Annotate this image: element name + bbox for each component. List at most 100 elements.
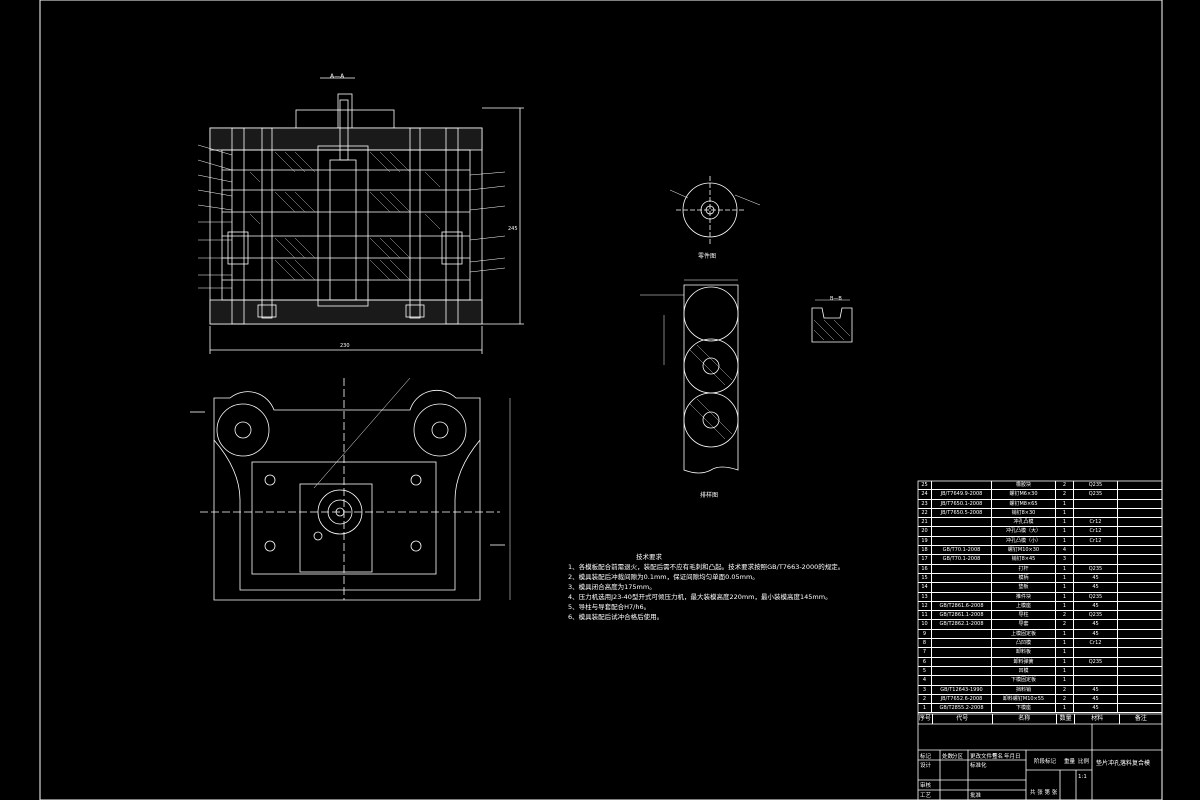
bom-cell bbox=[1074, 499, 1118, 508]
bom-cell: 6 bbox=[918, 657, 932, 666]
bom-cell bbox=[932, 657, 992, 666]
bom-cell bbox=[932, 592, 992, 601]
bom-cell: 2 bbox=[1056, 481, 1074, 490]
bom-cell: 16 bbox=[918, 564, 932, 573]
bom-cell: GB/T70.1-2008 bbox=[932, 555, 992, 564]
bom-cell bbox=[1118, 648, 1161, 656]
bom-cell bbox=[1118, 574, 1161, 582]
bom-cell: 模柄 bbox=[992, 573, 1056, 583]
bom-cell: 14 bbox=[918, 583, 932, 592]
bom-cell: 1 bbox=[1056, 527, 1074, 536]
bom-cell: 45 bbox=[1074, 685, 1118, 694]
bom-cell bbox=[932, 629, 992, 639]
tb-weight: 重量 bbox=[1064, 759, 1076, 765]
plan-view bbox=[190, 377, 511, 601]
bom-cell bbox=[1074, 546, 1118, 555]
title-block-grid bbox=[917, 480, 1163, 800]
bom-cell: Q235 bbox=[1074, 657, 1118, 666]
bom-cell: 21 bbox=[918, 518, 932, 527]
bom-cell bbox=[932, 648, 992, 657]
part-drawing: 零件图 bbox=[669, 176, 761, 260]
bom-cell: 1 bbox=[1056, 639, 1074, 648]
bom-header-code: 代号 bbox=[933, 714, 993, 724]
bom-cell: 1 bbox=[1056, 657, 1074, 666]
section-label: A—A bbox=[330, 73, 345, 80]
bom-cell bbox=[1118, 583, 1161, 591]
bom-cell: 45 bbox=[1074, 694, 1118, 704]
bom-header-no: 序号 bbox=[918, 714, 933, 724]
bom-cell: 下模固定板 bbox=[992, 676, 1056, 685]
notes-line: 6、模具装配后试冲合格后使用。 bbox=[568, 613, 664, 621]
bom-cell: 2 bbox=[1056, 611, 1074, 620]
bom-cell: 下模座 bbox=[992, 704, 1056, 713]
bom-cell: 导柱 bbox=[992, 611, 1056, 620]
bom-cell: JB/T7649.9-2008 bbox=[932, 490, 992, 499]
bom-cell bbox=[1118, 630, 1161, 638]
bom-cell: 11 bbox=[918, 611, 932, 620]
bom-cell: 45 bbox=[1074, 620, 1118, 629]
tb-approve: 批准 bbox=[970, 793, 982, 799]
bom-cell bbox=[932, 564, 992, 573]
bom-cell: 1 bbox=[1056, 629, 1074, 639]
bom-cell: 1 bbox=[1056, 564, 1074, 573]
bom-cell bbox=[1118, 704, 1161, 712]
bom-cell bbox=[932, 536, 992, 546]
bom-cell: Cr12 bbox=[1074, 536, 1118, 546]
tb-stage: 阶段标记 bbox=[1034, 759, 1057, 765]
detail-bb: B—B bbox=[811, 296, 853, 343]
bom-cell bbox=[1118, 509, 1161, 517]
bom-cell: Q235 bbox=[1074, 564, 1118, 573]
bom-cell: 2 bbox=[1056, 620, 1074, 629]
bom-cell: 1 bbox=[1056, 666, 1074, 676]
bom-cell bbox=[932, 676, 992, 685]
bom-cell bbox=[1118, 546, 1161, 554]
bom-header-remark: 备注 bbox=[1134, 715, 1147, 722]
bom-cell: GB/T70.1-2008 bbox=[932, 546, 992, 555]
bom-cell: 25 bbox=[918, 481, 932, 490]
bom-cell: 1 bbox=[918, 704, 932, 713]
notes-line: 4、压力机选用J23-40型开式可倾压力机，最大装模高度220mm，最小装模高度… bbox=[568, 593, 832, 601]
bom-cell: 45 bbox=[1074, 573, 1118, 583]
part-caption: 零件图 bbox=[698, 252, 716, 260]
bom-cell bbox=[1118, 639, 1161, 647]
bom-cell: 卸料弹簧 bbox=[992, 657, 1056, 666]
bom-cell: 1 bbox=[1056, 573, 1074, 583]
bom-cell: 凸凹模 bbox=[992, 639, 1056, 648]
bom-cell: 推件块 bbox=[992, 592, 1056, 601]
bom-cell: 销钉8×45 bbox=[992, 555, 1056, 564]
bom-cell: 45 bbox=[1074, 583, 1118, 592]
bom-cell: 螺钉M6×30 bbox=[992, 490, 1056, 499]
bom-cell bbox=[932, 527, 992, 536]
bom-cell: 卸料螺钉M10×55 bbox=[992, 694, 1056, 704]
bom-cell: 18 bbox=[918, 546, 932, 555]
bom-cell: 4 bbox=[918, 676, 932, 685]
bom-cell bbox=[1118, 537, 1161, 545]
bom-cell: 2 bbox=[1056, 685, 1074, 694]
tb-mark: 标记 bbox=[920, 754, 932, 760]
bom-cell: 12 bbox=[918, 601, 932, 611]
bom-cell bbox=[1118, 518, 1161, 526]
drawing-title: 垫片冲孔落料复合模 bbox=[1096, 760, 1151, 767]
bom-cell: 1 bbox=[1056, 536, 1074, 546]
tb-process: 工艺 bbox=[920, 793, 932, 799]
bom-cell: 13 bbox=[918, 592, 932, 601]
bom-cell bbox=[1074, 648, 1118, 657]
bom-cell: 导套 bbox=[992, 620, 1056, 629]
bom-cell bbox=[1118, 555, 1161, 563]
tb-sign: 签名 bbox=[992, 754, 1004, 760]
tb-scale: 比例 bbox=[1078, 759, 1090, 765]
bom-cell: 45 bbox=[1074, 601, 1118, 611]
tb-standard: 标准化 bbox=[970, 763, 987, 769]
